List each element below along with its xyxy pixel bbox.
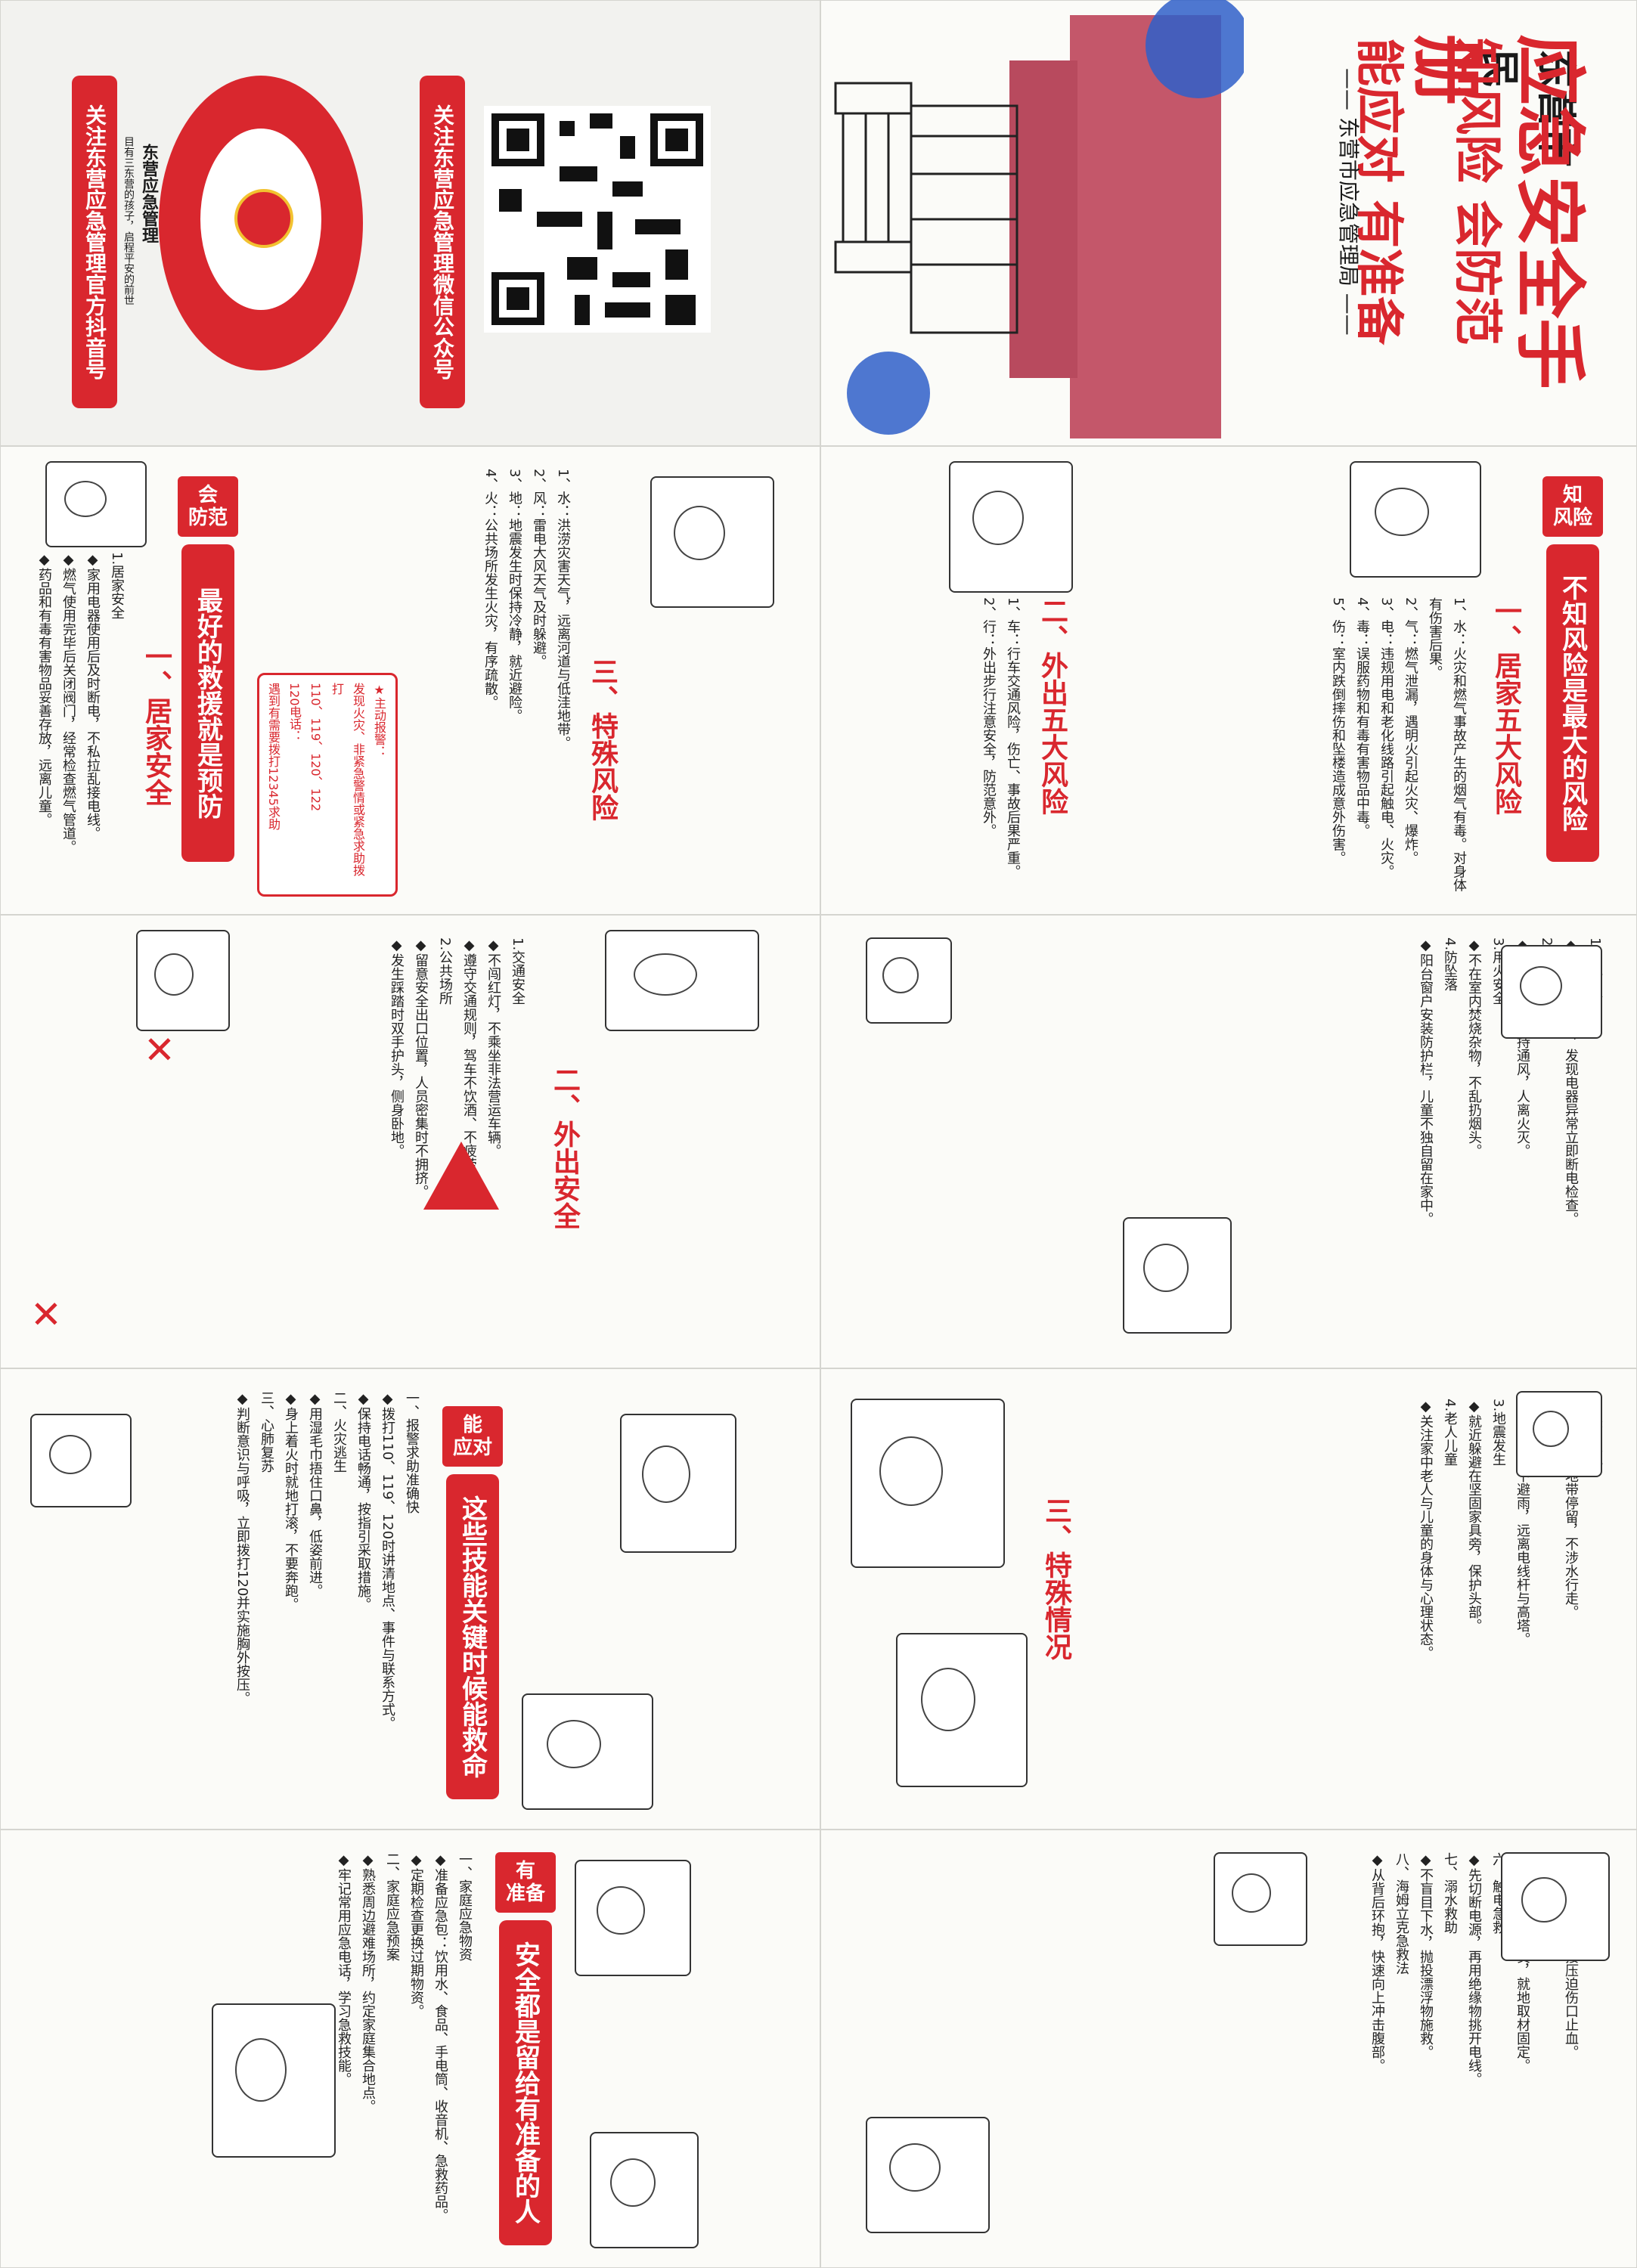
prepare-text: 一、家庭应急物资◆准备应急包：饮用水、食品、手电筒、收音机、急救药品。◆定期检查… [336, 1852, 473, 2222]
illustration [896, 1633, 1028, 1787]
illustration [620, 1414, 736, 1553]
douyin-tagline: 目有三东营的孩子，启程平安的前世 [122, 136, 135, 305]
outdoor-safety-panel: 二、外出安全 1.交通安全◆不闯红灯，不乘坐非法营运车辆。◆遵守交通规则，驾车不… [0, 915, 820, 1368]
illustration [522, 1693, 653, 1810]
first-aid-panel: 四、止血包扎◆用干净布料直接压迫伤口止血。五、骨折固定◆不随意搬动伤员，就地取材… [820, 1830, 1637, 2268]
illustration [30, 1414, 132, 1507]
outdoor-risks-heading: 二、外出五大风险 [1037, 597, 1068, 815]
illustration [1123, 1217, 1232, 1334]
prevent-badge: 会 防范 [178, 476, 238, 537]
douyin-label: 关注东营应急管理官方抖音号 [72, 76, 117, 408]
know-risk-panel: 不知风险是最大的风险 知 风险 一、居家五大风险 二、外出五大风险 1、水：火灾… [820, 446, 1637, 915]
special-risks-heading: 三、特殊风险 [587, 658, 618, 821]
illustration [1214, 1852, 1307, 1946]
special-situation-panel: 三、特殊情况 1.暴雨天气◆不在低洼地带停留，不涉水行走。2.雷电天气◆不在大树… [820, 1368, 1637, 1830]
home-risks-text: 1、水：火灾和燃气事故产生的烟气有毒。对身体有伤害后果。2、气：燃气泄漏，遇明火… [1330, 597, 1467, 892]
factory-illustration [834, 0, 1244, 438]
illustration [866, 2117, 990, 2233]
illustration [136, 930, 230, 1031]
douyin-circle[interactable] [159, 76, 363, 370]
issuer-label: —— 东营市应急管理局 —— [1336, 68, 1361, 336]
illustration [949, 461, 1073, 593]
know-risk-title: 不知风险是最大的风险 [1546, 544, 1599, 862]
illustration [1350, 461, 1481, 578]
prepare-badge: 有 准备 [495, 1852, 556, 1913]
prevent-title: 最好的救援就是预防 [181, 544, 234, 862]
prohibited-x-icon: ✕ [30, 1293, 62, 1337]
qr-panel: 关注东营应急管理官方抖音号 东营应急管理 目有三东营的孩子，启程平安的前世 关注… [0, 0, 820, 446]
illustration [866, 937, 952, 1024]
warning-triangle-icon [423, 1142, 499, 1210]
cover-panel: 东营市民 应急安全手册 知风险 会防范 能应对 有准备 —— 东营市应急管理局 … [820, 0, 1637, 446]
respond-text: 一、报警求助准确快◆拨打110、119、120时讲清地点、事件与联系方式。◆保持… [234, 1391, 420, 1730]
slogan-respond-prepare: 能应对 有准备 [1350, 38, 1406, 345]
wechat-qr-code[interactable] [484, 106, 711, 333]
illustration [212, 2003, 336, 2158]
illustration [1501, 1852, 1610, 1961]
special-risks-text: 1、水：洪涝灾害天气，远离河道与低洼地带。2、风：雷电大风天气及时躲避。3、地：… [482, 469, 571, 750]
home-safety-heading: 一、居家安全 [141, 643, 172, 806]
illustration [45, 461, 147, 547]
illustration [1516, 1391, 1602, 1477]
illustration [1501, 945, 1602, 1039]
illustration [650, 476, 774, 608]
emblem-icon [234, 189, 293, 248]
main-title: 应急安全手册 [1405, 34, 1590, 390]
outdoor-risks-text: 1、车：行车交通风险，伤亡、事故后果严重。2、行：外出步行注意安全，防范意外。 [981, 597, 1021, 878]
home-safety-text: 1.居家安全◆家用电器使用后及时断电，不私拉乱接电线。◆燃气使用完毕后关闭阀门，… [36, 552, 125, 854]
illustration [851, 1399, 1005, 1568]
douyin-name: 东营应急管理 [139, 144, 158, 243]
respond-title: 这些技能关键时候能救命 [446, 1474, 499, 1799]
illustration [590, 2132, 699, 2248]
slogan-know-prevent: 知风险 会防范 [1449, 38, 1505, 345]
illustration [575, 1860, 691, 1976]
prepare-title: 安全都是留给有准备的人 [499, 1920, 552, 2245]
home-risks-heading: 一、居家五大风险 [1490, 597, 1521, 815]
respond-panel: 能 应对 这些技能关键时候能救命 一、报警求助准确快◆拨打110、119、120… [0, 1368, 820, 1830]
wechat-label: 关注东营应急管理微信公众号 [420, 76, 465, 408]
prepare-panel: 有 准备 安全都是留给有准备的人 一、家庭应急物资◆准备应急包：饮用水、食品、手… [0, 1830, 820, 2268]
prohibited-x-icon: ✕ [144, 1028, 175, 1072]
special-situation-heading: 三、特殊情况 [1040, 1497, 1071, 1660]
home-safety-panel: 1.用电安全◆不超负荷用电，发现电器异常立即断电检查。2.燃气安全◆使用燃气时保… [820, 915, 1637, 1368]
know-risk-badge: 知 风险 [1542, 476, 1603, 537]
respond-badge: 能 应对 [442, 1406, 503, 1467]
special-risk-panel: 三、特殊风险 1、水：洪涝灾害天气，远离河道与低洼地带。2、风：雷电大风天气及时… [0, 446, 820, 915]
outdoor-safety-heading: 二、外出安全 [549, 1066, 580, 1229]
illustration [605, 930, 759, 1031]
